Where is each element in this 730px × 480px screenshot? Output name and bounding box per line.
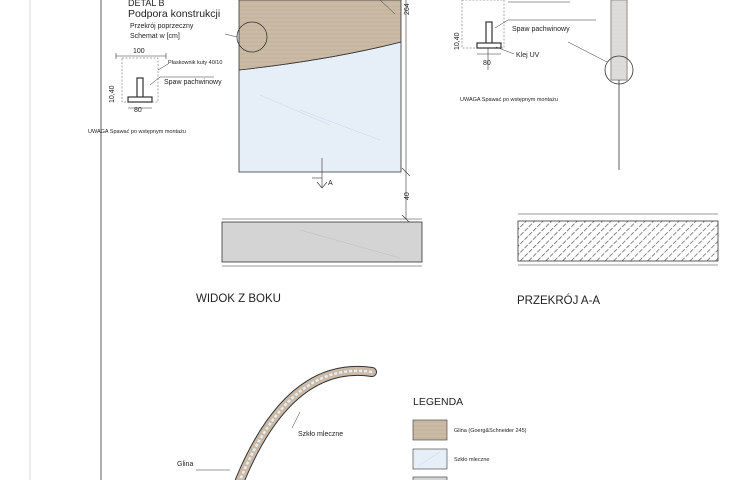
detail-b: DETAL B Podpora konstrukcji Przekrój pop… — [88, 0, 222, 135]
legend: LEGENDA Glina (Goerg&Schneider 245) Szkł… — [412, 396, 527, 480]
right-post-outline — [461, 0, 505, 49]
section-view: PRZEKRÓJ A-A — [517, 213, 719, 307]
right-flat-bar-flange — [476, 42, 502, 49]
detail-b-dim-base: 80 — [134, 107, 142, 114]
legend-title: LEGENDA — [413, 396, 463, 408]
front-view: 264 40 A — [224, 0, 411, 224]
right-detail-warning: UWAGA Spawać po wstępnym montażu — [460, 97, 558, 103]
right-detail-dim-base: 80 — [483, 60, 491, 67]
plan-arc-clay — [236, 366, 376, 480]
flat-bar-web — [136, 77, 144, 99]
detail-b-scale-note: Schemat w [cm] — [130, 33, 180, 40]
plan-view: Szkło mleczne Glina — [177, 365, 377, 480]
right-detail-glue: Klej UV — [516, 52, 540, 59]
right-flat-bar-web — [485, 21, 493, 45]
side-view: WIDOK Z BOKU — [196, 218, 423, 305]
detail-b-weld: Spaw pachwinowy — [164, 79, 222, 86]
front-view-section-mark: A — [328, 180, 333, 187]
legend-item-glass: Szkło mleczne — [454, 457, 489, 463]
side-view-slab — [221, 221, 423, 263]
right-detail-weld: Spaw pachwinowy — [512, 26, 570, 33]
section-view-label: PRZEKRÓJ A-A — [517, 294, 600, 307]
plan-view-clay-label: Glina — [177, 461, 193, 468]
section-view-slab — [517, 220, 719, 262]
detail-b-dim-height: 10,40 — [109, 85, 116, 103]
front-view-dim-height: 264 — [404, 3, 411, 15]
right-detail-callout-circle — [604, 55, 634, 85]
detail-b-subtitle: Podpora konstrukcji — [128, 8, 220, 20]
plan-view-glass-label: Szkło mleczne — [298, 431, 343, 438]
detail-b-dim-width: 100 — [133, 48, 145, 55]
right-detail: Spaw pachwinowy Klej UV 80 10,40 UWAGA S… — [454, 0, 634, 170]
legend-swatch-concrete — [412, 476, 448, 480]
front-view-clay — [238, 0, 402, 71]
right-detail-dim-height: 10,40 — [454, 32, 461, 50]
detail-b-title: DETAL B — [128, 0, 165, 8]
legend-swatch-clay — [412, 419, 448, 441]
flat-bar-flange — [127, 96, 153, 103]
detail-b-warning: UWAGA Spawać po wstępnym montażu — [88, 129, 186, 135]
front-view-dim-gap: 40 — [404, 192, 411, 200]
detail-b-flat-bar: Płaskownik kuty 40/10 — [168, 60, 222, 66]
detail-b-section-note: Przekrój poprzeczny — [130, 23, 194, 30]
side-view-label: WIDOK Z BOKU — [196, 293, 281, 305]
legend-item-clay: Glina (Goerg&Schneider 245) — [454, 428, 527, 434]
